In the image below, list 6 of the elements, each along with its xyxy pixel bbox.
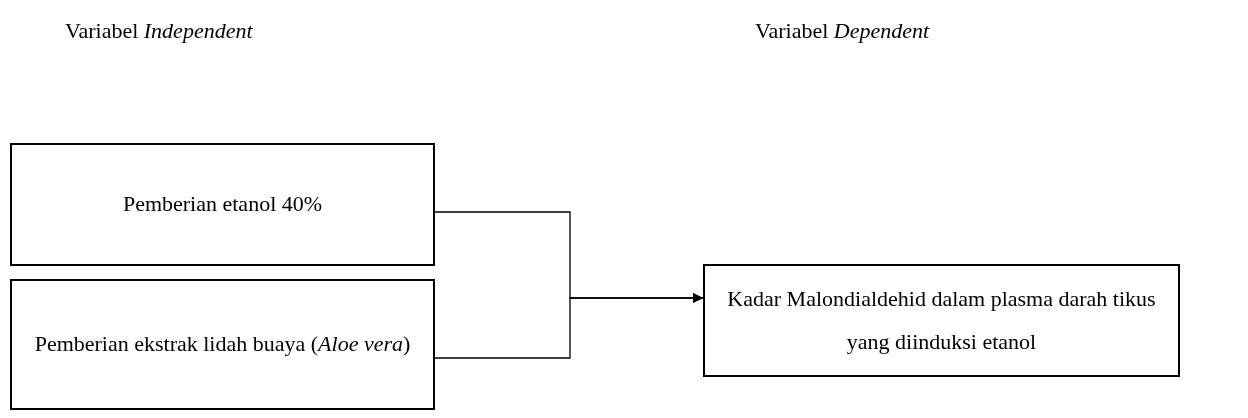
connector-arrow [434, 293, 704, 359]
text-box: Pemberian etanol 40% [10, 143, 435, 266]
variable-heading: Variabel Dependent [755, 18, 930, 44]
text-box: Kadar Malondialdehid dalam plasma darah tikus yang diinduksi etanol [703, 264, 1180, 377]
text-box: Pemberian ekstrak lidah buaya (Aloe vera) [10, 279, 435, 410]
variable-heading: Variabel Independent [65, 18, 253, 44]
